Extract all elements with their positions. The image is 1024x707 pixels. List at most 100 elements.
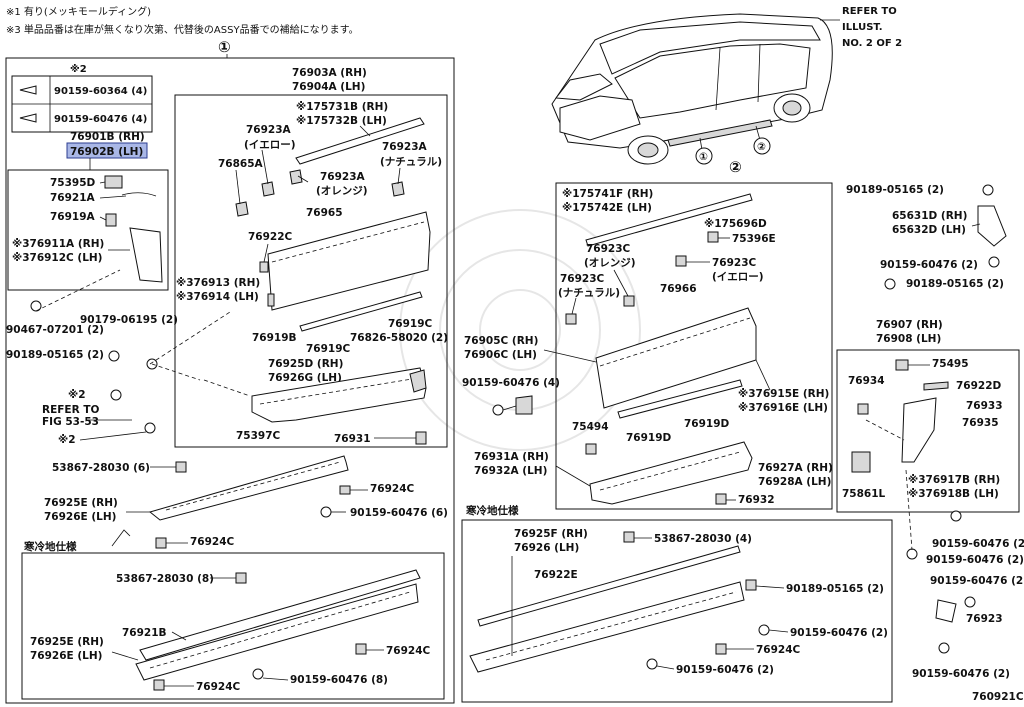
part-76924c-cold-b[interactable]: 76924C [196, 681, 241, 693]
part-76826[interactable]: 76826-58020 (2) [350, 332, 448, 344]
part-76919d-a[interactable]: 76919D [626, 432, 672, 444]
part-76932[interactable]: 76932 [738, 494, 775, 506]
part-76908[interactable]: 76908 (LH) [876, 333, 941, 345]
part-75396e[interactable]: 75396E [732, 233, 776, 245]
part-76932a[interactable]: 76932A (LH) [474, 465, 547, 477]
part-90159-far-d[interactable]: 90159-60476 (2) [930, 575, 1024, 587]
part-376918b[interactable]: ※376918B (LH) [908, 488, 999, 500]
part-76966[interactable]: 76966 [660, 283, 697, 295]
part-76921b[interactable]: 76921B [122, 627, 167, 639]
part-175731b[interactable]: ※175731B (RH) [296, 101, 388, 113]
part-175742e[interactable]: ※175742E (LH) [562, 202, 652, 214]
cold-spec-left-frame [21, 552, 445, 700]
part-376911a[interactable]: ※376911A (RH) [12, 238, 104, 250]
part-76925e-cold[interactable]: 76925E (RH) [30, 636, 104, 648]
refer-fig-label: REFER TO [42, 404, 100, 416]
part-90159-4[interactable]: 90159-60476 (4) [462, 377, 560, 389]
part-90159-far-e[interactable]: 90159-60476 (2) [912, 668, 1010, 680]
part-76923[interactable]: 76923 [966, 613, 1003, 625]
part-53867-cold-right[interactable]: 53867-28030 (4) [654, 533, 752, 545]
part-90189[interactable]: 90189-05165 (2) [6, 349, 104, 361]
part-175741f[interactable]: ※175741F (RH) [562, 188, 653, 200]
part-90159-cold-right-b[interactable]: 90159-60476 (2) [676, 664, 774, 676]
arrow-to-cold-spec [111, 529, 131, 547]
part-90159-far-b[interactable]: 90159-60476 (2) [932, 538, 1024, 550]
part-90189-b[interactable]: 90189-05165 (2) [906, 278, 1004, 290]
part-76926e-cold[interactable]: 76926E (LH) [30, 650, 102, 662]
part-76923c-orange[interactable]: 76923C [586, 243, 631, 255]
part-76905c[interactable]: 76905C (RH) [464, 335, 538, 347]
part-376917b[interactable]: ※376917B (RH) [908, 474, 1000, 486]
label-orange-left: (オレンジ) [316, 185, 368, 197]
part-76919a[interactable]: 76919A [50, 211, 96, 223]
part-76922c[interactable]: 76922C [248, 231, 293, 243]
part-76925d[interactable]: 76925D (RH) [268, 358, 343, 370]
part-76923a-natural[interactable]: 76923A [382, 141, 428, 153]
door-panel-molding-2 [595, 307, 757, 409]
part-76919d-b[interactable]: 76919D [684, 418, 730, 430]
part-76924c-cold-right[interactable]: 76924C [756, 644, 801, 656]
part-76921a[interactable]: 76921A [50, 192, 96, 204]
part-76901b[interactable]: 76901B (RH) [70, 131, 145, 143]
part-75397c[interactable]: 75397C [236, 430, 281, 442]
part-76924c-cold-a[interactable]: 76924C [386, 645, 431, 657]
part-53867-cold-left[interactable]: 53867-28030 (8) [116, 573, 214, 585]
part-65632d[interactable]: 65632D (LH) [892, 224, 966, 236]
part-76934[interactable]: 76934 [848, 375, 885, 387]
part-76923a-orange[interactable]: 76923A [320, 171, 366, 183]
part-76933[interactable]: 76933 [966, 400, 1003, 412]
part-76926g[interactable]: 76926G (LH) [268, 372, 342, 384]
part-76906c[interactable]: 76906C (LH) [464, 349, 537, 361]
part-76923c-natural[interactable]: 76923C [560, 273, 605, 285]
part-90159-cold-right-a[interactable]: 90159-60476 (2) [790, 627, 888, 639]
part-76919c-b[interactable]: 76919C [388, 318, 433, 330]
part-90179[interactable]: 90179-06195 (2) [80, 314, 178, 326]
part-175732b[interactable]: ※175732B (LH) [296, 115, 387, 127]
part-76919c-a[interactable]: 76919C [306, 343, 351, 355]
part-65631d[interactable]: 65631D (RH) [892, 210, 967, 222]
part-76922d[interactable]: 76922D [956, 380, 1002, 392]
part-76904a[interactable]: 76904A (LH) [292, 81, 365, 93]
part-76922e[interactable]: 76922E [534, 569, 578, 581]
part-76925e-a[interactable]: 76925E (RH) [44, 497, 118, 509]
part-76935[interactable]: 76935 [962, 417, 999, 429]
part-90467[interactable]: 90467-07201 (2) [6, 324, 104, 336]
part-76931[interactable]: 76931 [334, 433, 371, 445]
part-53867-a[interactable]: 53867-28030 (6) [52, 462, 150, 474]
part-175696d[interactable]: ※175696D [704, 218, 767, 230]
part-90159-far-c[interactable]: 90159-60476 (2) [926, 554, 1024, 566]
part-76924c-b[interactable]: 76924C [190, 536, 235, 548]
part-376913[interactable]: ※376913 (RH) [176, 277, 260, 289]
part-90159-cold-left[interactable]: 90159-60476 (8) [290, 674, 388, 686]
part-76923a-yellow[interactable]: 76923A [246, 124, 292, 136]
part-76926[interactable]: 76926 (LH) [514, 542, 579, 554]
part-90159-6[interactable]: 90159-60476 (6) [350, 507, 448, 519]
part-76925f[interactable]: 76925F (RH) [514, 528, 588, 540]
header-note-3: ※3 単品品番は在庫が無くなり次第、代替後のASSY品番での補給になります。 [6, 23, 359, 36]
part-376916e[interactable]: ※376916E (LH) [738, 402, 828, 414]
part-76928a[interactable]: 76928A (LH) [758, 476, 831, 488]
part-75395d[interactable]: 75395D [50, 177, 96, 189]
bolt-table: ※2 90159-60364 (4) 90159-60476 (4) [11, 63, 153, 133]
part-376915e[interactable]: ※376915E (RH) [738, 388, 829, 400]
part-75495[interactable]: 75495 [932, 358, 969, 370]
part-76903a[interactable]: 76903A (RH) [292, 67, 367, 79]
part-76919b[interactable]: 76919B [252, 332, 297, 344]
part-76931a[interactable]: 76931A (RH) [474, 451, 549, 463]
part-90189-cold[interactable]: 90189-05165 (2) [786, 583, 884, 595]
part-90189-a[interactable]: 90189-05165 (2) [846, 184, 944, 196]
part-376914[interactable]: ※376914 (LH) [176, 291, 259, 303]
part-76927a[interactable]: 76927A (RH) [758, 462, 833, 474]
part-376912c[interactable]: ※376912C (LH) [12, 252, 102, 264]
part-76926e-a[interactable]: 76926E (LH) [44, 511, 116, 523]
part-75861l[interactable]: 75861L [842, 488, 886, 500]
part-76923c-yellow[interactable]: 76923C [712, 257, 757, 269]
refer-fig-number[interactable]: FIG 53-53 [42, 416, 99, 428]
part-75494[interactable]: 75494 [572, 421, 609, 433]
part-76907[interactable]: 76907 (RH) [876, 319, 943, 331]
part-76902b-selected[interactable]: 76902B (LH) [70, 146, 143, 158]
part-90159-far-a[interactable]: 90159-60476 (2) [880, 259, 978, 271]
part-76865a[interactable]: 76865A [218, 158, 264, 170]
part-76924c-a[interactable]: 76924C [370, 483, 415, 495]
part-76965[interactable]: 76965 [306, 207, 343, 219]
